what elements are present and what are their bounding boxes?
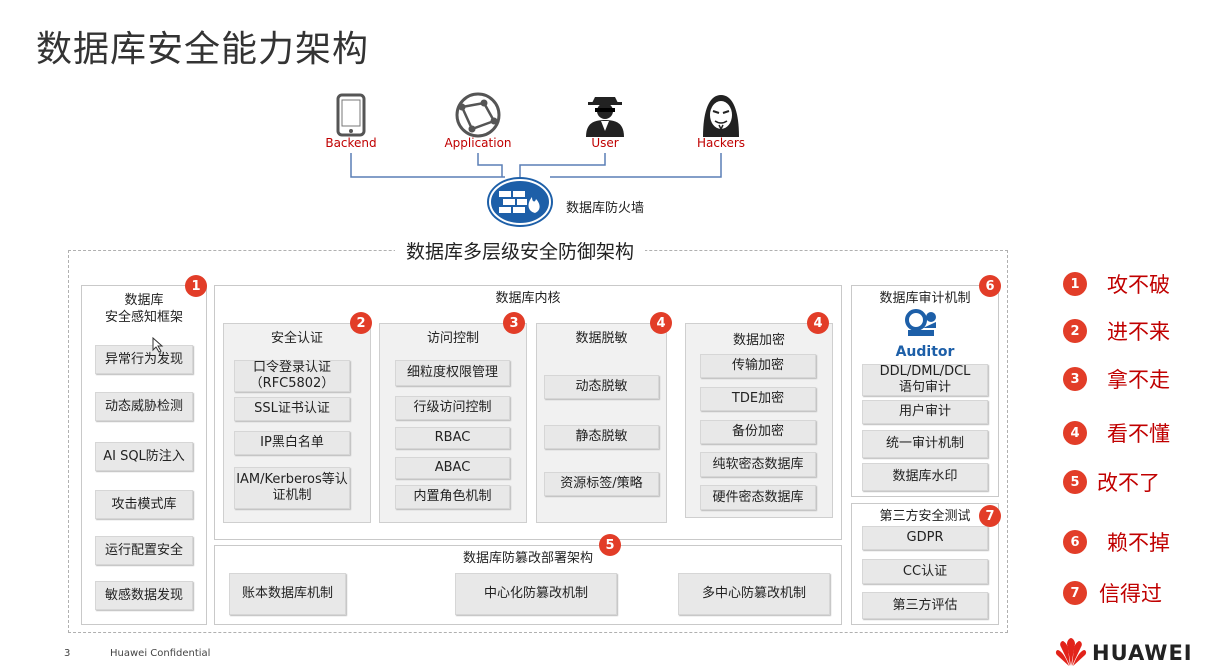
awareness-item[interactable]: 动态威胁检测 bbox=[95, 392, 193, 421]
third-party-panel: 第三方安全测试 GDPR CC认证 第三方评估 bbox=[851, 503, 999, 625]
awareness-panel: 数据库 安全感知框架 异常行为发现 动态威胁检测 AI SQL防注入 攻击模式库… bbox=[81, 285, 207, 625]
awareness-item[interactable]: 敏感数据发现 bbox=[95, 581, 193, 610]
awareness-item[interactable]: 异常行为发现 bbox=[95, 345, 193, 374]
legend-text: 改不了 bbox=[1097, 471, 1160, 495]
awareness-item[interactable]: AI SQL防注入 bbox=[95, 442, 193, 471]
access-item[interactable]: 细粒度权限管理 bbox=[395, 360, 510, 386]
third-party-item[interactable]: CC认证 bbox=[862, 559, 988, 584]
encryption-item[interactable]: 硬件密态数据库 bbox=[700, 485, 816, 510]
legend-item: 1 攻不破 bbox=[1063, 269, 1170, 299]
legend-item: 5 改不了 bbox=[1063, 467, 1160, 497]
section-title: 安全认证 bbox=[270, 331, 323, 346]
legend-item: 3 拿不走 bbox=[1063, 364, 1170, 394]
awareness-item[interactable]: 攻击模式库 bbox=[95, 490, 193, 519]
encryption-item[interactable]: 传输加密 bbox=[700, 354, 816, 378]
encryption-item[interactable]: TDE加密 bbox=[700, 387, 816, 411]
legend-badge: 7 bbox=[1063, 581, 1087, 605]
legend-text: 看不懂 bbox=[1107, 422, 1170, 446]
tamper-proof-panel: 数据库防篡改部署架构 账本数据库机制 中心化防篡改机制 多中心防篡改机制 bbox=[214, 545, 842, 625]
legend-text: 信得过 bbox=[1099, 582, 1162, 606]
firewall-brick-flame-icon bbox=[485, 175, 555, 229]
masking-item[interactable]: 静态脱敏 bbox=[544, 425, 659, 449]
access-item[interactable]: 行级访问控制 bbox=[395, 396, 510, 420]
masking-item[interactable]: 资源标签/策略 bbox=[544, 472, 659, 496]
mouse-cursor-icon bbox=[152, 336, 166, 353]
access-item[interactable]: RBAC bbox=[395, 427, 510, 449]
audit-item[interactable]: DDL/DML/DCL 语句审计 bbox=[862, 364, 988, 396]
badge-6: 6 bbox=[979, 275, 1001, 297]
legend-text: 拿不走 bbox=[1107, 368, 1170, 392]
audit-item[interactable]: 统一审计机制 bbox=[862, 430, 988, 458]
legend-text: 进不来 bbox=[1107, 320, 1170, 344]
section-data-encryption: 数据加密 传输加密 TDE加密 备份加密 纯软密态数据库 硬件密态数据库 bbox=[685, 323, 833, 518]
masking-item[interactable]: 动态脱敏 bbox=[544, 375, 659, 399]
legend-item: 4 看不懂 bbox=[1063, 418, 1170, 448]
badge-3: 3 bbox=[503, 312, 525, 334]
third-party-item[interactable]: 第三方评估 bbox=[862, 592, 988, 619]
access-item[interactable]: ABAC bbox=[395, 457, 510, 479]
legend-text: 赖不掉 bbox=[1107, 531, 1170, 555]
legend-text: 攻不破 bbox=[1107, 273, 1170, 297]
section-title: 访问控制 bbox=[426, 331, 479, 346]
user-agent-icon bbox=[580, 90, 630, 140]
legend-badge: 4 bbox=[1063, 421, 1087, 445]
section-data-masking: 数据脱敏 动态脱敏 静态脱敏 资源标签/策略 bbox=[536, 323, 667, 523]
confidential-label: Huawei Confidential bbox=[110, 648, 211, 659]
third-party-item[interactable]: GDPR bbox=[862, 526, 988, 550]
tamper-item[interactable]: 中心化防篡改机制 bbox=[455, 573, 617, 615]
awareness-title: 数据库 安全感知框架 bbox=[104, 293, 183, 325]
badge-7: 7 bbox=[979, 505, 1001, 527]
network-globe-icon bbox=[453, 90, 503, 140]
access-item[interactable]: 内置角色机制 bbox=[395, 485, 510, 509]
legend-item: 2 进不来 bbox=[1063, 316, 1170, 346]
badge-4: 4 bbox=[650, 312, 672, 334]
encryption-item[interactable]: 纯软密态数据库 bbox=[700, 452, 816, 477]
section-title: 数据加密 bbox=[732, 333, 785, 348]
auditor-logo-text: Auditor bbox=[895, 344, 955, 360]
legend-badge: 6 bbox=[1063, 530, 1087, 554]
legend-badge: 5 bbox=[1063, 470, 1087, 494]
actor-label-backend: Backend bbox=[325, 136, 377, 150]
huawei-wordmark: HUAWEI bbox=[1092, 641, 1193, 665]
architecture-heading: 数据库多层级安全防御架构 bbox=[395, 240, 645, 265]
page-number: 3 bbox=[64, 648, 71, 659]
auditor-logo-icon bbox=[900, 308, 942, 340]
audit-item[interactable]: 数据库水印 bbox=[862, 463, 988, 491]
kernel-title: 数据库内核 bbox=[495, 291, 561, 306]
legend-badge: 2 bbox=[1063, 319, 1087, 343]
hacker-mask-icon bbox=[696, 90, 746, 140]
badge-1: 1 bbox=[185, 275, 207, 297]
badge-2: 2 bbox=[350, 312, 372, 334]
legend-item: 6 赖不掉 bbox=[1063, 527, 1170, 557]
auth-item[interactable]: IAM/Kerberos等认 证机制 bbox=[234, 467, 350, 509]
third-party-title: 第三方安全测试 bbox=[879, 509, 971, 524]
tamper-item[interactable]: 多中心防篡改机制 bbox=[678, 573, 830, 615]
auth-item[interactable]: IP黑白名单 bbox=[234, 431, 350, 455]
section-access-control: 访问控制 细粒度权限管理 行级访问控制 RBAC ABAC 内置角色机制 bbox=[379, 323, 527, 523]
badge-4b: 4 bbox=[807, 312, 829, 334]
awareness-item[interactable]: 运行配置安全 bbox=[95, 536, 193, 565]
auth-item[interactable]: SSL证书认证 bbox=[234, 397, 350, 421]
auth-item[interactable]: 口令登录认证 （RFC5802） bbox=[234, 360, 350, 392]
audit-panel: 数据库审计机制 Auditor DDL/DML/DCL 语句审计 用户审计 统一… bbox=[851, 285, 999, 497]
legend-item: 7 信得过 bbox=[1063, 578, 1162, 608]
actor-label-hackers: Hackers bbox=[696, 136, 746, 150]
audit-title: 数据库审计机制 bbox=[879, 291, 971, 306]
section-title: 数据脱敏 bbox=[575, 331, 628, 346]
actor-label-user: User bbox=[591, 136, 619, 150]
huawei-logo-icon bbox=[1054, 636, 1088, 668]
legend-badge: 1 bbox=[1063, 272, 1087, 296]
tamper-item[interactable]: 账本数据库机制 bbox=[229, 573, 346, 615]
legend-badge: 3 bbox=[1063, 367, 1087, 391]
page-title: 数据库安全能力架构 bbox=[36, 29, 370, 70]
section-authentication: 安全认证 口令登录认证 （RFC5802） SSL证书认证 IP黑白名单 IAM… bbox=[223, 323, 371, 523]
encryption-item[interactable]: 备份加密 bbox=[700, 420, 816, 444]
badge-5: 5 bbox=[599, 534, 621, 556]
actor-label-application: Application bbox=[444, 136, 512, 150]
phone-icon bbox=[326, 90, 376, 140]
firewall-label: 数据库防火墙 bbox=[566, 201, 645, 216]
tamper-title: 数据库防篡改部署架构 bbox=[462, 551, 593, 566]
audit-item[interactable]: 用户审计 bbox=[862, 400, 988, 424]
